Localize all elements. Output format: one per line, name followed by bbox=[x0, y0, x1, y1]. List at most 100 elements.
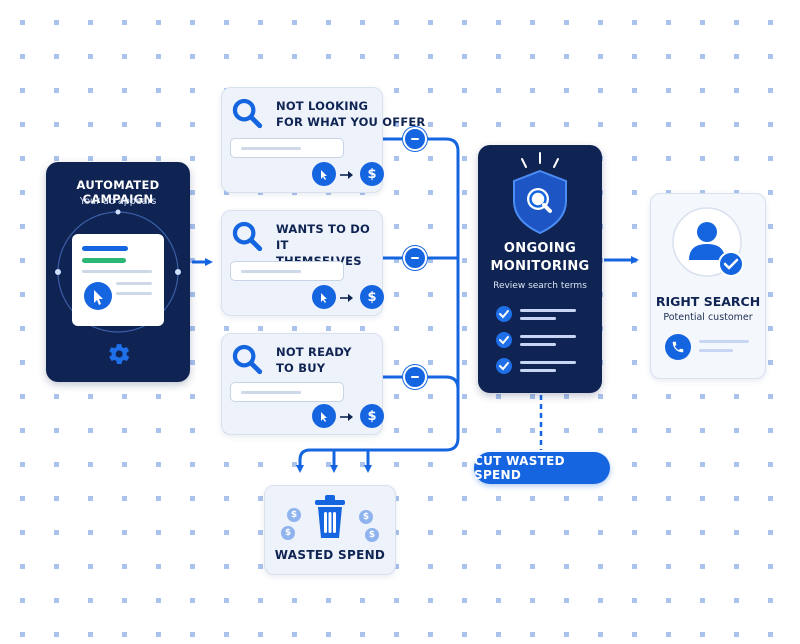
bg-dot bbox=[700, 54, 705, 59]
condition-card-not-ready: NOT READY TO BUY $ bbox=[221, 333, 384, 435]
bg-dot bbox=[156, 564, 161, 569]
bg-dot bbox=[88, 394, 93, 399]
bg-dot bbox=[20, 20, 25, 25]
bg-dot bbox=[122, 122, 127, 127]
check-icon bbox=[496, 306, 512, 322]
bg-dot bbox=[122, 632, 127, 637]
bg-dot bbox=[462, 292, 467, 297]
bg-dot bbox=[768, 462, 773, 467]
bg-dot bbox=[564, 394, 569, 399]
bg-dot bbox=[564, 88, 569, 93]
bg-dot bbox=[666, 598, 671, 603]
bg-dot bbox=[700, 394, 705, 399]
condition-card-diy: WANTS TO DO IT THEMSELVES $ bbox=[221, 210, 384, 316]
arrow-right-icon bbox=[340, 171, 353, 179]
bg-dot bbox=[394, 54, 399, 59]
bg-dot bbox=[20, 224, 25, 229]
bg-dot bbox=[462, 20, 467, 25]
bg-dot bbox=[394, 598, 399, 603]
bg-dot bbox=[666, 156, 671, 161]
bg-dot bbox=[394, 462, 399, 467]
bg-dot bbox=[632, 20, 637, 25]
bg-dot bbox=[734, 496, 739, 501]
bg-dot bbox=[768, 428, 773, 433]
bg-dot bbox=[632, 292, 637, 297]
bg-dot bbox=[190, 564, 195, 569]
bg-dot bbox=[190, 360, 195, 365]
bg-dot bbox=[462, 632, 467, 637]
bg-dot bbox=[20, 292, 25, 297]
bg-dot bbox=[530, 530, 535, 535]
bg-dot bbox=[428, 292, 433, 297]
bg-dot bbox=[598, 564, 603, 569]
dollar-icon: $ bbox=[360, 404, 384, 428]
bg-dot bbox=[598, 428, 603, 433]
bg-dot bbox=[360, 54, 365, 59]
bg-dot bbox=[598, 496, 603, 501]
bg-dot bbox=[564, 122, 569, 127]
bg-dot bbox=[122, 496, 127, 501]
bg-dot bbox=[54, 462, 59, 467]
bg-dot bbox=[394, 156, 399, 161]
bg-dot bbox=[122, 530, 127, 535]
bg-dot bbox=[700, 88, 705, 93]
ad-preview-illustration bbox=[55, 209, 181, 333]
bg-dot bbox=[734, 156, 739, 161]
arrow-right-icon bbox=[340, 294, 353, 302]
bg-dot bbox=[462, 122, 467, 127]
bg-dot bbox=[496, 122, 501, 127]
bg-dot bbox=[496, 394, 501, 399]
bg-dot bbox=[156, 632, 161, 637]
bg-dot bbox=[734, 394, 739, 399]
bg-dot bbox=[20, 360, 25, 365]
search-icon bbox=[232, 98, 263, 129]
bg-dot bbox=[564, 428, 569, 433]
bg-dot bbox=[462, 326, 467, 331]
bg-dot bbox=[360, 326, 365, 331]
bg-dot bbox=[88, 54, 93, 59]
bg-dot bbox=[700, 530, 705, 535]
bg-dot bbox=[156, 496, 161, 501]
bg-dot bbox=[394, 394, 399, 399]
condition-card-not-looking: NOT LOOKING FOR WHAT YOU OFFER $ bbox=[221, 87, 425, 193]
bg-dot bbox=[122, 20, 127, 25]
bg-dot bbox=[564, 530, 569, 535]
bg-dot bbox=[326, 20, 331, 25]
condition-line1: WANTS TO DO IT bbox=[276, 222, 370, 252]
bg-dot bbox=[632, 496, 637, 501]
bg-dot bbox=[190, 258, 195, 263]
bg-dot bbox=[20, 564, 25, 569]
bg-dot bbox=[428, 224, 433, 229]
right-search-title: RIGHT SEARCH bbox=[655, 294, 761, 309]
condition-line1: NOT READY bbox=[276, 345, 352, 359]
bg-dot bbox=[632, 258, 637, 263]
bg-dot bbox=[768, 530, 773, 535]
bg-dot bbox=[666, 88, 671, 93]
search-field bbox=[230, 382, 344, 402]
bg-dot bbox=[292, 598, 297, 603]
bg-dot bbox=[734, 190, 739, 195]
bg-dot bbox=[428, 258, 433, 263]
bg-dot bbox=[768, 258, 773, 263]
bg-dot bbox=[496, 530, 501, 535]
bg-dot bbox=[632, 564, 637, 569]
bg-dot bbox=[598, 394, 603, 399]
bg-dot bbox=[666, 462, 671, 467]
bg-dot bbox=[564, 54, 569, 59]
bg-dot bbox=[564, 564, 569, 569]
bg-dot bbox=[54, 88, 59, 93]
dollar-icon: $ bbox=[360, 162, 384, 186]
search-icon bbox=[232, 344, 263, 375]
bg-dot bbox=[156, 54, 161, 59]
bg-dot bbox=[428, 598, 433, 603]
bg-dot bbox=[88, 122, 93, 127]
bg-dot bbox=[496, 20, 501, 25]
bg-dot bbox=[156, 428, 161, 433]
right-search-subtitle: Potential customer bbox=[663, 312, 753, 323]
bg-dot bbox=[632, 394, 637, 399]
bg-dot bbox=[224, 496, 229, 501]
bg-dot bbox=[394, 530, 399, 535]
bg-dot bbox=[190, 292, 195, 297]
bg-dot bbox=[768, 190, 773, 195]
bg-dot bbox=[224, 20, 229, 25]
